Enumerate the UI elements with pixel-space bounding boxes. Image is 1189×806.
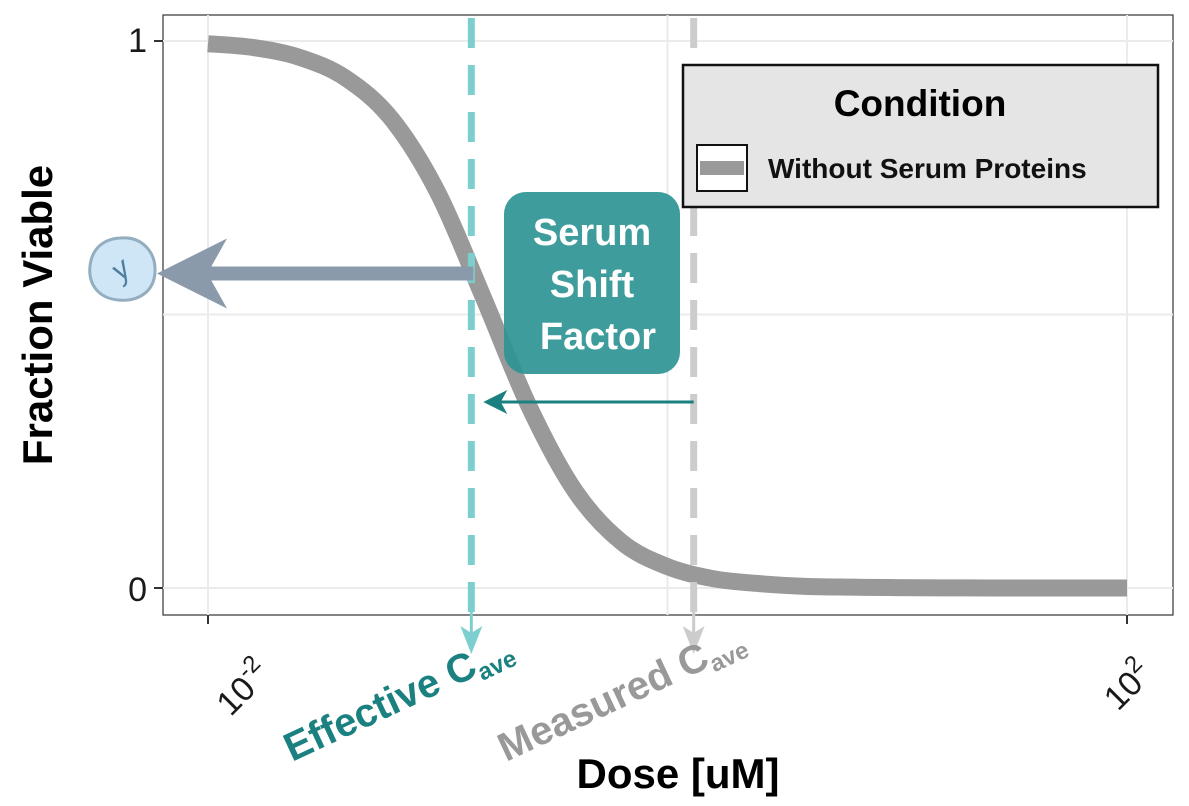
svg-text:102: 102	[1093, 650, 1160, 717]
y-tick-label-0: 0	[128, 571, 147, 609]
effective-cave-arrowhead	[460, 626, 483, 654]
serum-shift-factor-box	[504, 192, 680, 374]
y-axis-title: Fraction Viable	[14, 165, 61, 465]
serum-shift-factor-label-3: Factor	[540, 316, 656, 358]
effective-cave-label-main: Effective C	[277, 643, 483, 770]
svg-text:10-2: 10-2	[205, 650, 278, 723]
x-tick-label-left: 10-2	[205, 650, 278, 723]
serum-shift-factor-label-1: Serum	[533, 212, 651, 254]
legend-box	[681, 63, 1160, 209]
effective-cave-label: Effective Cave	[277, 626, 521, 774]
svg-text:Effective Cave: Effective Cave	[277, 626, 521, 774]
x-axis-title: Dose [uM]	[577, 750, 780, 797]
x-tick-label-right: 102	[1093, 650, 1160, 717]
y-tick-label-1: 1	[128, 22, 147, 60]
legend-label-without-serum-proteins: Without Serum Proteins	[768, 153, 1087, 184]
legend: Condition Without Serum Proteins	[681, 63, 1160, 209]
y-badge: y	[88, 236, 157, 302]
measured-cave-arrowhead	[682, 626, 705, 654]
y-badge-shape	[88, 236, 157, 302]
axis-ticks	[154, 40, 1128, 624]
serum-shift-factor-label-2: Shift	[550, 264, 635, 306]
series-line-without-serum-proteins	[207, 35, 1127, 597]
legend-title: Condition	[834, 83, 1007, 124]
